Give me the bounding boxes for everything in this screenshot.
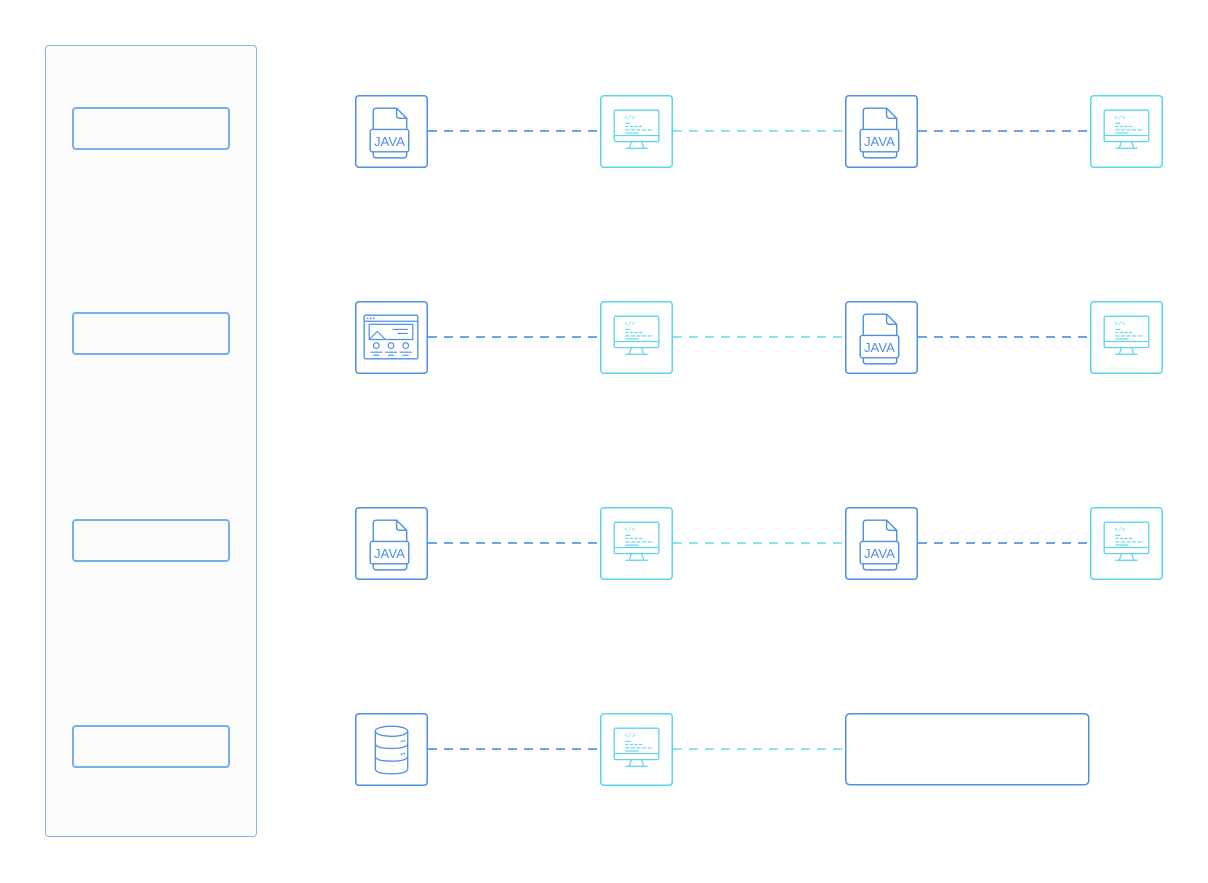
code-monitor-icon[interactable] xyxy=(1090,95,1163,168)
result-box[interactable] xyxy=(845,713,1090,786)
code-monitor-icon[interactable] xyxy=(600,507,673,580)
code-monitor-icon[interactable] xyxy=(1090,301,1163,374)
code-monitor-icon[interactable] xyxy=(600,301,673,374)
sidebar-panel xyxy=(45,45,257,837)
code-monitor-icon[interactable] xyxy=(600,713,673,786)
sidebar-button-4[interactable] xyxy=(72,725,230,768)
java-file-icon[interactable] xyxy=(845,301,918,374)
sidebar-button-3[interactable] xyxy=(72,519,230,562)
java-file-icon[interactable] xyxy=(355,507,428,580)
java-file-icon[interactable] xyxy=(845,507,918,580)
code-monitor-icon[interactable] xyxy=(1090,507,1163,580)
java-file-icon[interactable] xyxy=(355,95,428,168)
sidebar-button-2[interactable] xyxy=(72,312,230,355)
sidebar-button-1[interactable] xyxy=(72,107,230,150)
connectors xyxy=(428,130,1090,750)
database-icon[interactable] xyxy=(355,713,428,786)
code-monitor-icon[interactable] xyxy=(600,95,673,168)
java-file-icon[interactable] xyxy=(845,95,918,168)
web-interface-icon[interactable] xyxy=(355,301,428,374)
